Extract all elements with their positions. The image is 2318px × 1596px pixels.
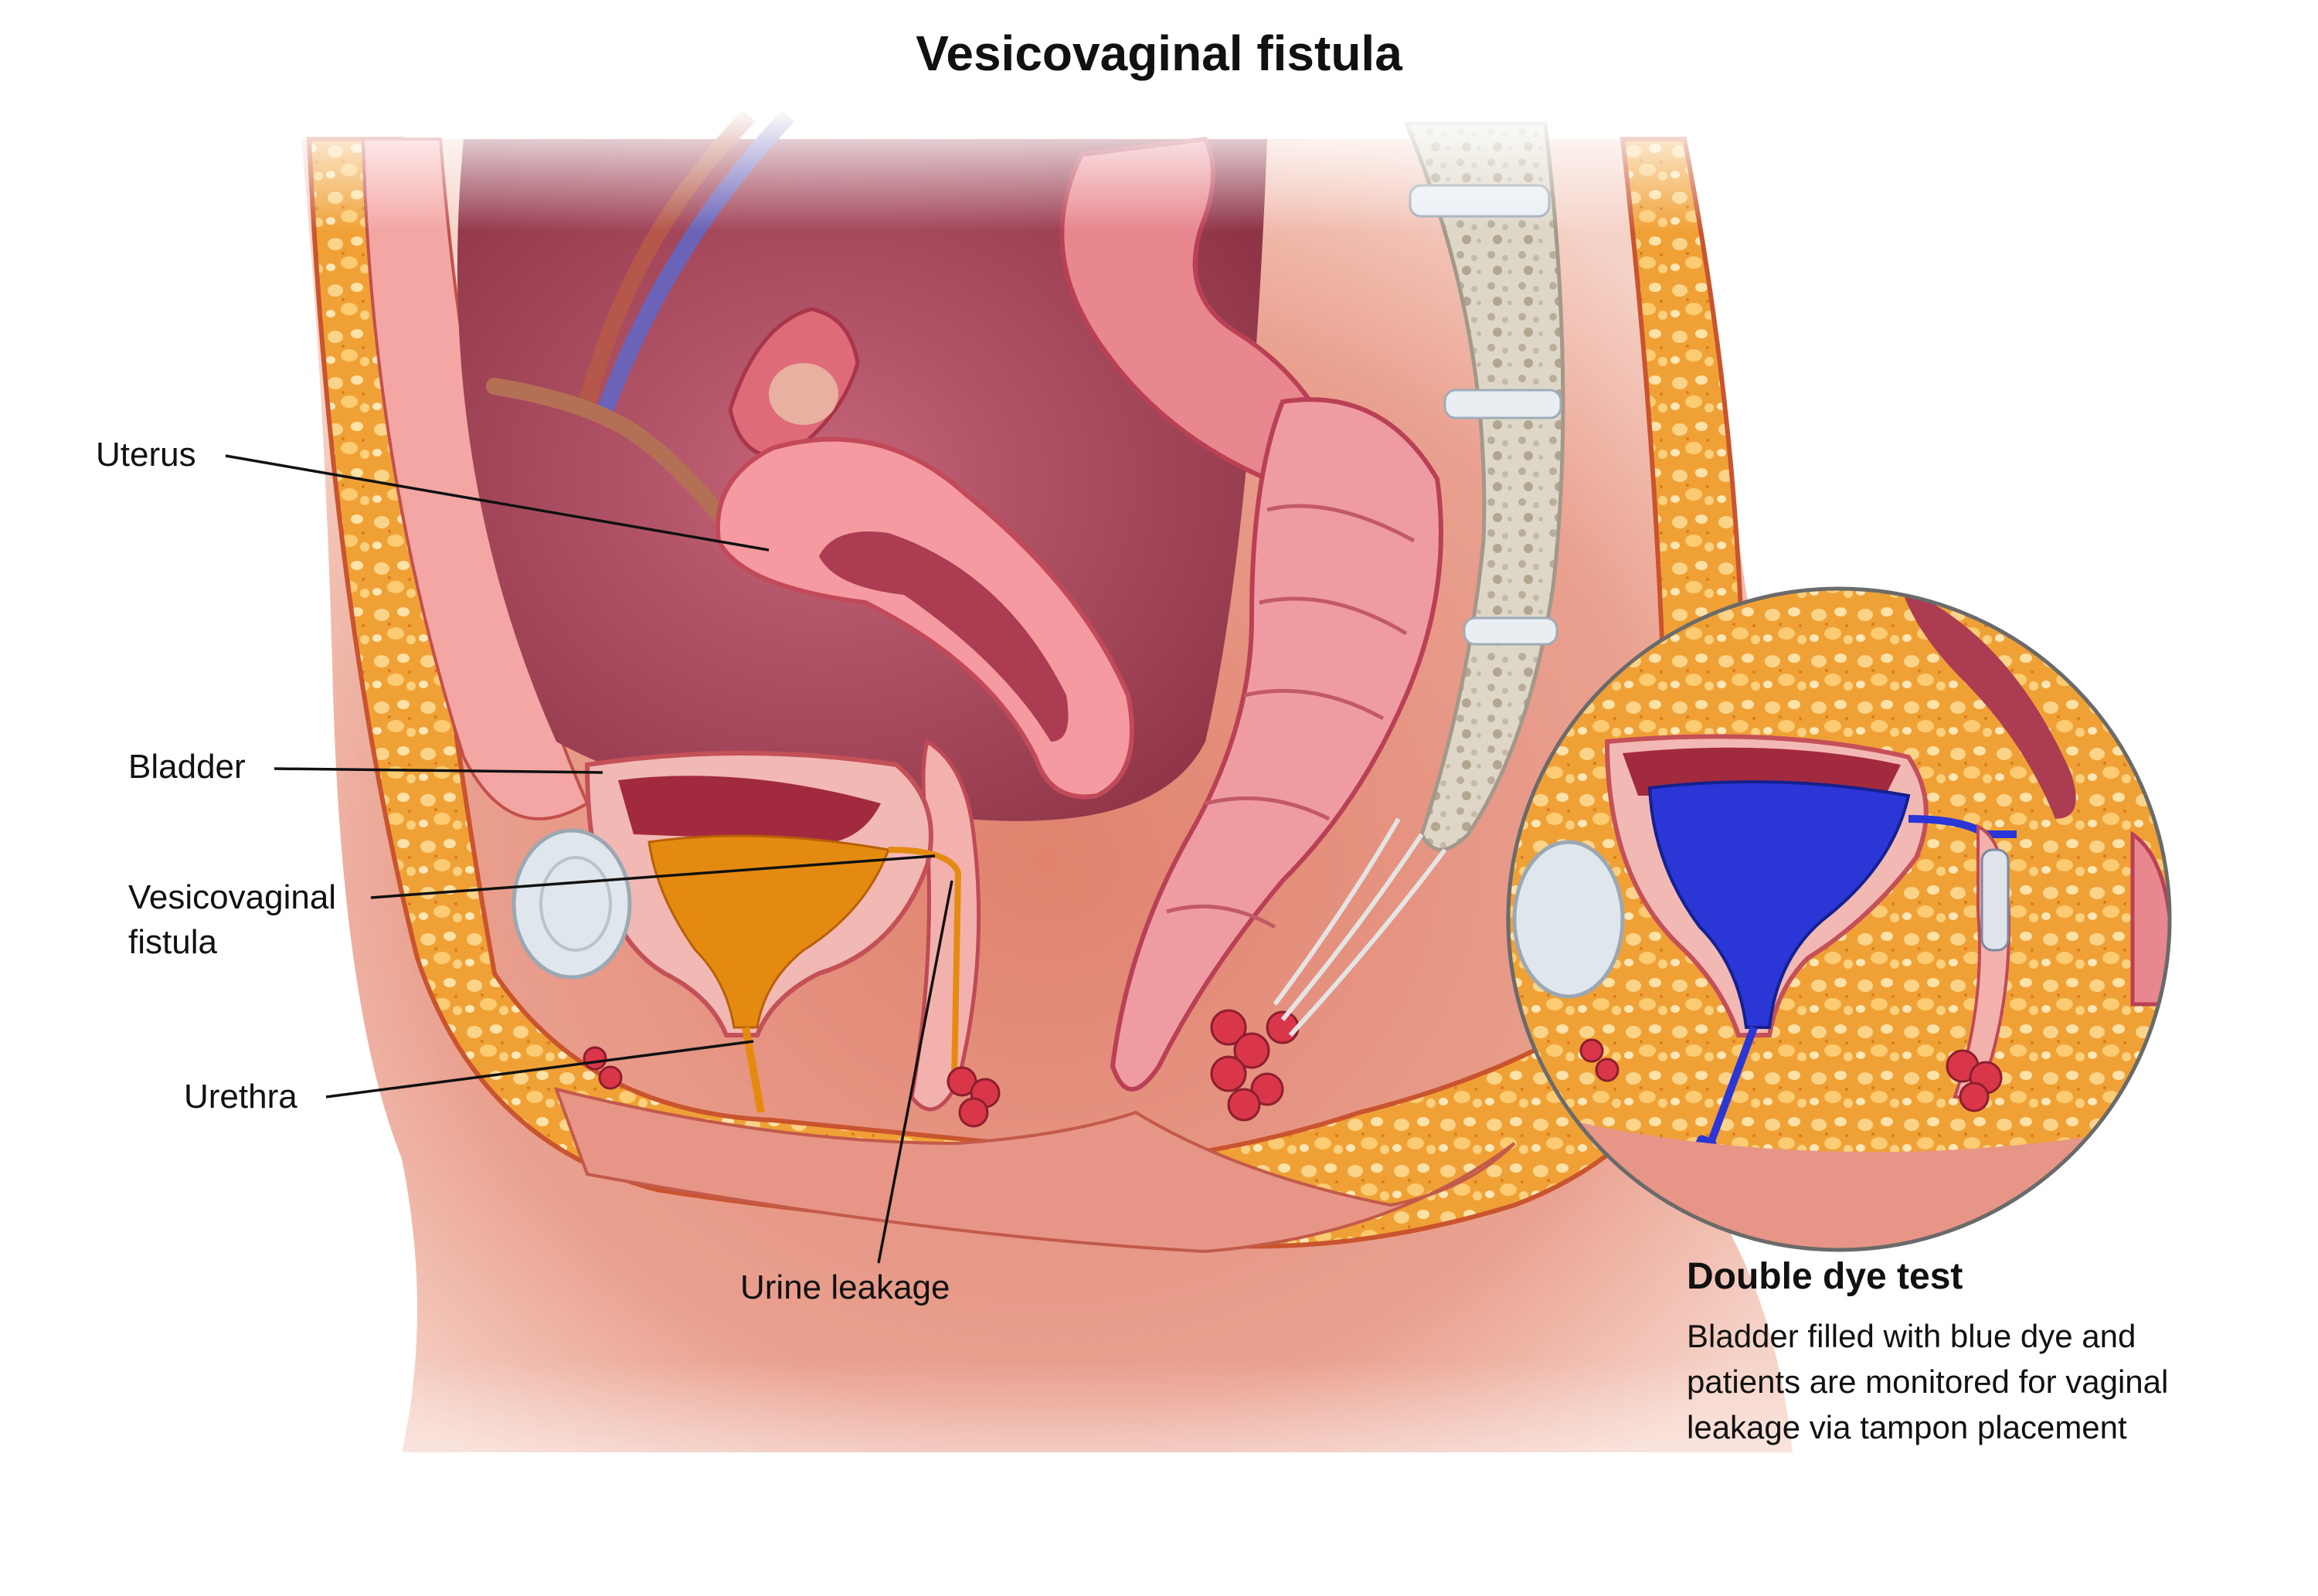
perineum <box>553 1087 1516 1254</box>
figure-title: Vesicovaginal fistula <box>916 25 1402 81</box>
label-fistula-line2: fistula <box>128 923 217 961</box>
ovary-follicles <box>769 363 838 425</box>
label-uterus: Uterus <box>96 436 196 474</box>
inset-glands <box>1579 1038 2003 1112</box>
urine-leakage-leader <box>877 880 953 1264</box>
label-urine-leakage: Urine leakage <box>740 1268 950 1306</box>
inset-description-line-2: patients are monitored for vaginal <box>1687 1363 2169 1400</box>
label-urethra: Urethra <box>184 1078 297 1116</box>
inset-blue-dye <box>1647 780 1911 1029</box>
inset-tampon <box>1980 848 2010 952</box>
inset-cavity <box>1901 590 2076 819</box>
inset-pubic-bone <box>1512 840 1625 999</box>
bladder-mucosa <box>618 776 881 842</box>
rectal-folds <box>1166 504 1416 929</box>
levator-fibers <box>1273 817 1447 1037</box>
urine-leak-path <box>888 847 962 1082</box>
pubic-bone-marrow <box>539 856 612 952</box>
inset-description-line-3: leakage via tampon placement <box>1687 1409 2127 1445</box>
leader-lines <box>225 454 953 1264</box>
urine-in-bladder <box>647 834 891 1029</box>
uterus-leader <box>225 454 770 552</box>
bladder-leader <box>274 767 603 774</box>
uterine-cavity <box>819 531 1069 742</box>
top-fade <box>0 108 2318 232</box>
label-fistula-line1: Vesicovaginal <box>128 878 337 916</box>
fistula-leader <box>370 854 936 899</box>
inset-catheter <box>1704 1026 1758 1153</box>
inset-rectum <box>2130 830 2168 1007</box>
inset-heading: Double dye test <box>1687 1256 1963 1297</box>
rectum <box>1110 397 1443 1092</box>
sphincter-glands <box>583 1009 1300 1128</box>
fallopian-tube <box>486 378 743 542</box>
bottom-fade <box>0 1360 2318 1596</box>
inset-magnifier <box>1506 586 2172 1252</box>
inset-frame <box>1506 586 2172 1252</box>
pubic-bone <box>512 828 632 980</box>
inset-description-line-1: Bladder filled with blue dye and <box>1687 1318 2136 1354</box>
urethra-leader <box>325 1040 754 1099</box>
label-bladder: Bladder <box>128 748 246 786</box>
